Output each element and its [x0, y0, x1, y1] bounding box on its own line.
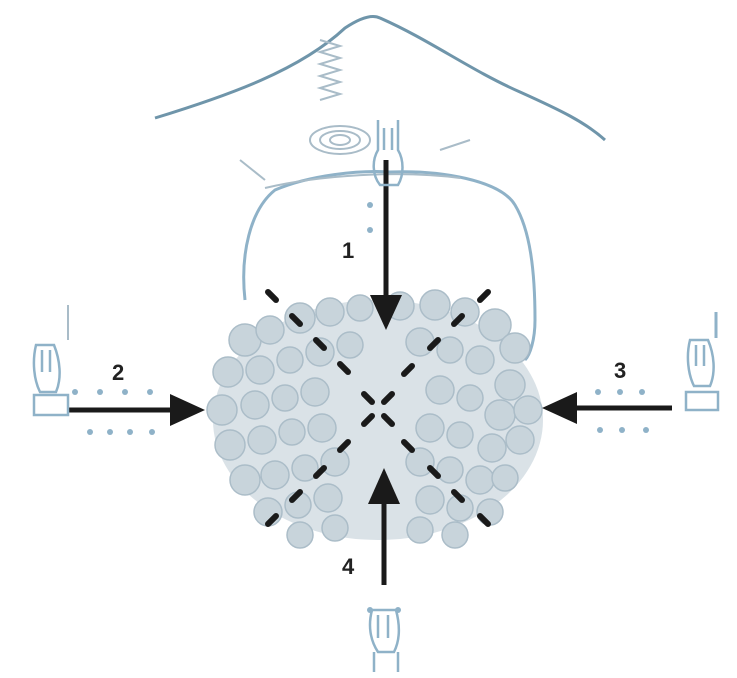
hand-icon-bottom — [370, 610, 399, 672]
arrow-left — [68, 394, 205, 426]
chest-outline — [155, 16, 605, 140]
arrow-right — [542, 392, 672, 424]
navel-spiral — [310, 40, 370, 154]
abdomen-belt-line — [265, 174, 460, 188]
label-arrow-right: 3 — [614, 358, 626, 383]
label-arrow-left: 2 — [112, 360, 124, 385]
label-arrow-top: 1 — [342, 238, 354, 263]
hand-icon-right — [686, 312, 718, 410]
fat-tissue-area — [207, 290, 543, 548]
label-arrow-bottom: 4 — [342, 554, 355, 579]
hand-icon-left — [34, 345, 68, 415]
